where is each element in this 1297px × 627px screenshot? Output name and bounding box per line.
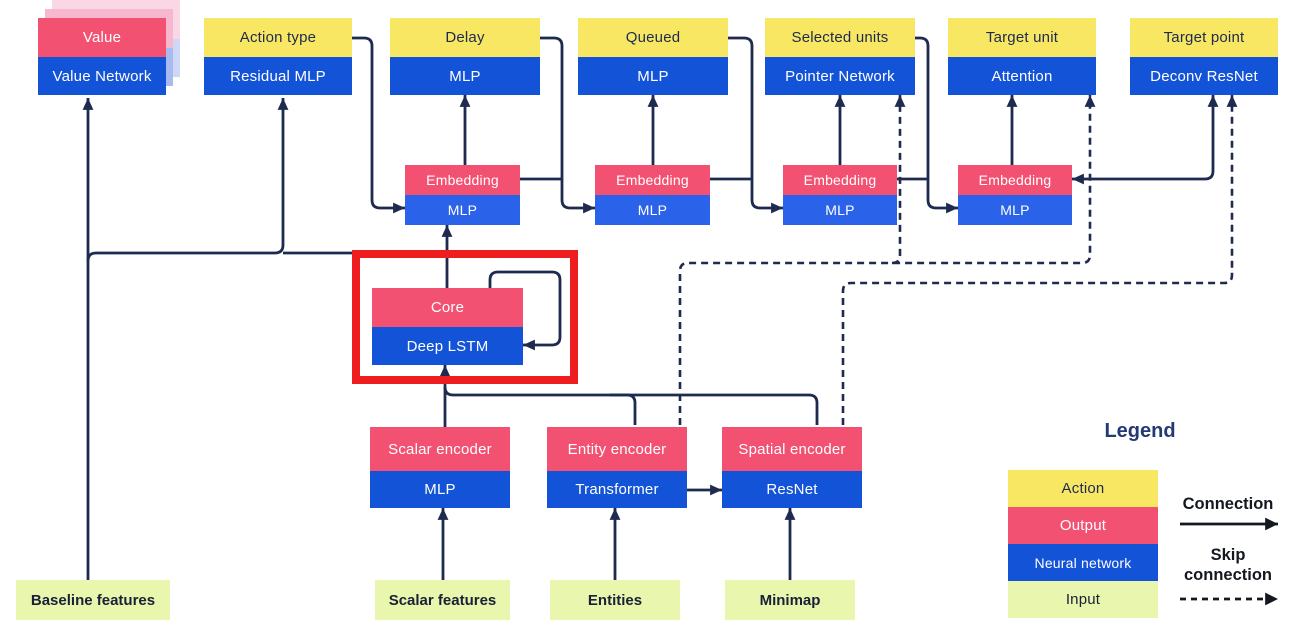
legend-neural-network-label: Neural network	[1008, 544, 1158, 581]
encoder-entity: Entity encoder Transformer	[547, 427, 687, 508]
input-scalar-features: Scalar features	[375, 580, 510, 620]
embedding-3: Embedding MLP	[783, 165, 897, 225]
legend-input-label: Input	[1008, 581, 1158, 618]
embedding-2-mlp-label: MLP	[595, 195, 710, 225]
scalar-mlp-label: MLP	[370, 471, 510, 508]
value-network-label: Value Network	[38, 57, 166, 95]
embedding-4: Embedding MLP	[958, 165, 1072, 225]
embedding-3-mlp-label: MLP	[783, 195, 897, 225]
legend-connection-label: Connection	[1182, 495, 1274, 513]
action-type-label: Action type	[204, 18, 352, 57]
embedding-2-label: Embedding	[595, 165, 710, 195]
core-highlight-box	[352, 250, 578, 384]
legend-title: Legend	[1104, 420, 1176, 442]
head-action-type: Action type Residual MLP	[204, 18, 352, 95]
transformer-label: Transformer	[547, 471, 687, 508]
pointer-network-label: Pointer Network	[765, 57, 915, 95]
input-baseline-features: Baseline features	[16, 580, 170, 620]
delay-mlp-label: MLP	[390, 57, 540, 95]
conn-entity-encoder-merge	[610, 393, 637, 425]
input-entities: Entities	[550, 580, 680, 620]
target-point-label: Target point	[1130, 18, 1278, 57]
attention-label: Attention	[948, 57, 1096, 95]
conn-embedding-4-to-deconv-resnet	[1072, 95, 1219, 185]
residual-mlp-label: Residual MLP	[204, 57, 352, 95]
queued-label: Queued	[578, 18, 728, 57]
delay-label: Delay	[390, 18, 540, 57]
head-delay: Delay MLP	[390, 18, 540, 95]
resnet-label: ResNet	[722, 471, 862, 508]
spatial-encoder-label: Spatial encoder	[722, 427, 862, 471]
input-minimap: Minimap	[725, 580, 855, 620]
entity-encoder-label: Entity encoder	[547, 427, 687, 471]
selected-units-label: Selected units	[765, 18, 915, 57]
encoder-spatial: Spatial encoder ResNet	[722, 427, 862, 508]
head-value: Value Value Network	[38, 18, 166, 95]
skip-spatial-to-deconv-resnet	[841, 95, 1238, 425]
conn-branch-to-residual-mlp	[86, 98, 289, 262]
value-output-label: Value	[38, 18, 166, 57]
encoder-scalar: Scalar encoder MLP	[370, 427, 510, 508]
embedding-3-label: Embedding	[783, 165, 897, 195]
head-target-point: Target point Deconv ResNet	[1130, 18, 1278, 95]
embedding-1-label: Embedding	[405, 165, 520, 195]
scalar-encoder-label: Scalar encoder	[370, 427, 510, 471]
embedding-4-mlp-label: MLP	[958, 195, 1072, 225]
legend-action-label: Action	[1008, 470, 1158, 507]
deconv-resnet-label: Deconv ResNet	[1130, 57, 1278, 95]
legend-skip-connection-label: Skip connection	[1183, 546, 1272, 584]
head-target-unit: Target unit Attention	[948, 18, 1096, 95]
embedding-2: Embedding MLP	[595, 165, 710, 225]
head-queued: Queued MLP	[578, 18, 728, 95]
target-unit-label: Target unit	[948, 18, 1096, 57]
embedding-4-label: Embedding	[958, 165, 1072, 195]
embedding-1: Embedding MLP	[405, 165, 520, 225]
skip-entity-to-attention	[678, 95, 1096, 425]
legend-output-label: Output	[1008, 507, 1158, 544]
head-selected-units: Selected units Pointer Network	[765, 18, 915, 95]
legend-swatches: Action Output Neural network Input	[1008, 470, 1158, 618]
embedding-1-mlp-label: MLP	[405, 195, 520, 225]
conn-spatial-encoder-merge	[443, 386, 819, 425]
queued-mlp-label: MLP	[578, 57, 728, 95]
